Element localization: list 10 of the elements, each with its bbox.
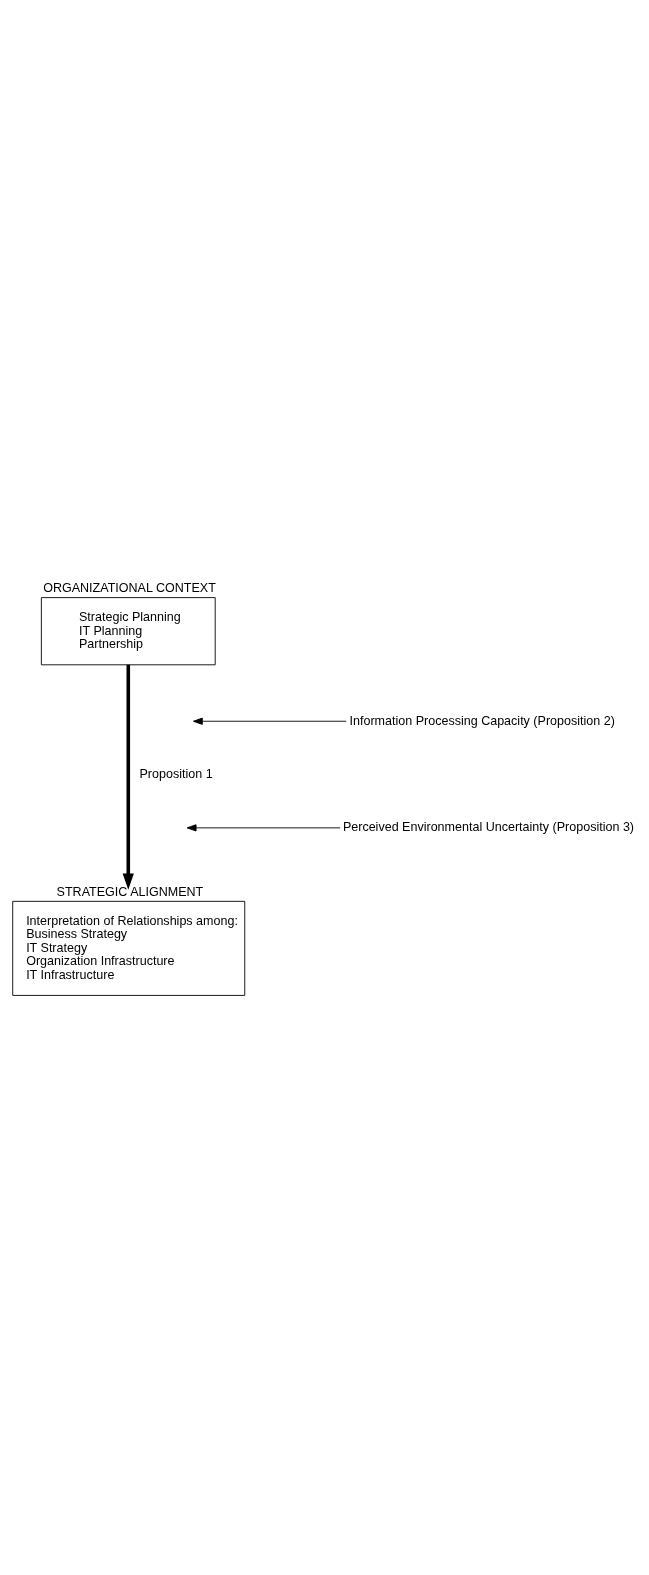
node-box: Interpretation of Relationships among: Business Strategy IT Strategy Organization Infrastructure IT Infrastructure [12, 900, 246, 996]
node-text: Information Processing Capacity (Proposition 2) [349, 713, 615, 728]
node-label: ORGANIZATIONAL CONTEXT [43, 580, 216, 595]
arrow [192, 717, 347, 725]
node-label: STRATEGIC ALIGNMENT [56, 884, 204, 899]
arrow [186, 823, 341, 831]
arrow [122, 664, 134, 890]
edge-label: Proposition 1 [139, 766, 213, 781]
node-text: Perceived Environmental Uncertainty (Proposition 3) [342, 819, 635, 834]
node-box: Strategic Planning IT Planning Partnership [40, 596, 216, 665]
